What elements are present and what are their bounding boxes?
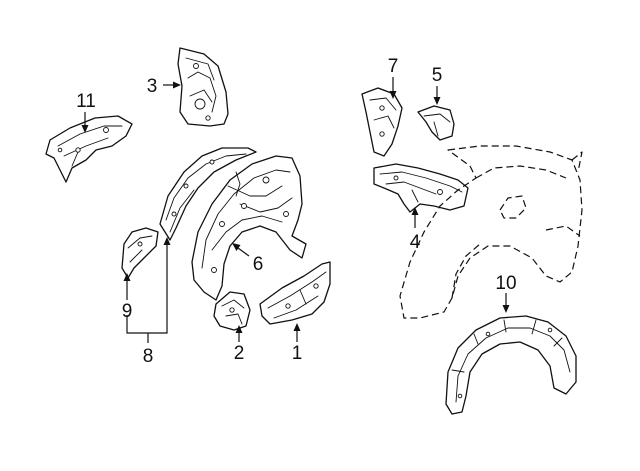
callout-1: 1 bbox=[292, 343, 303, 364]
part-2-gusset bbox=[213, 291, 251, 331]
part-9-bracket bbox=[121, 227, 159, 279]
callout-9: 9 bbox=[122, 301, 133, 322]
callout-5: 5 bbox=[432, 65, 443, 86]
quarter-panel-outline bbox=[399, 145, 583, 319]
part-4-rear-panel bbox=[373, 163, 469, 213]
callout-8: 8 bbox=[143, 346, 154, 367]
part-11-bracket bbox=[45, 115, 133, 183]
callout-4: 4 bbox=[410, 232, 421, 253]
leader-lines bbox=[81, 77, 510, 343]
callout-labels: 11 3 9 8 6 2 1 7 5 4 10 bbox=[76, 56, 516, 367]
callout-7: 7 bbox=[388, 56, 399, 77]
part-8-outer-wheelhouse bbox=[159, 147, 257, 241]
callout-10: 10 bbox=[495, 273, 516, 294]
callout-11: 11 bbox=[76, 91, 96, 112]
part-3-pillar bbox=[177, 47, 229, 127]
part-5-clip bbox=[417, 105, 455, 141]
part-7-bracket bbox=[361, 87, 403, 157]
part-6-inner-wheelhouse bbox=[191, 155, 307, 301]
callout-3: 3 bbox=[147, 76, 158, 97]
callout-2: 2 bbox=[234, 343, 245, 364]
part-10-liner bbox=[445, 315, 577, 415]
part-1-extension bbox=[259, 261, 331, 325]
callout-6: 6 bbox=[253, 254, 264, 275]
